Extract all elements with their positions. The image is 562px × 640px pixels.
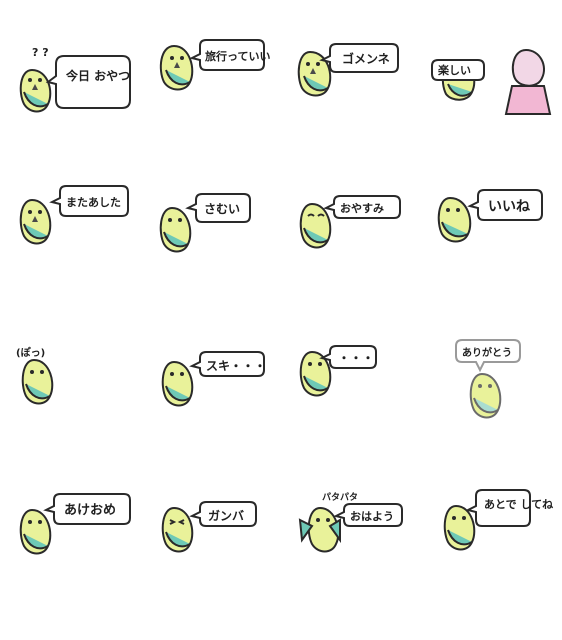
sticker-s10[interactable]: スキ・・・ — [150, 340, 290, 490]
sticker-s7[interactable]: おやすみ — [290, 180, 430, 330]
sticker-text: 旅行っていい — [205, 49, 270, 63]
sticker-text: さむい — [204, 202, 240, 216]
sticker-text: おやすみ — [340, 202, 384, 215]
sticker-text: ゴメンネ — [342, 51, 390, 66]
parakeet-icon — [159, 44, 194, 91]
sticker-s11[interactable]: ・・・ — [290, 340, 430, 490]
sticker-text: 今日 おやつ — [65, 68, 130, 83]
parakeet-icon — [19, 508, 52, 555]
sticker-text: またあした — [66, 196, 121, 209]
sticker-text: あけおめ — [64, 503, 116, 518]
sticker-text: 楽しい — [437, 63, 471, 77]
parakeet-icon — [437, 196, 472, 243]
sticker-text: ガンバ — [208, 508, 244, 523]
girl-icon — [504, 48, 552, 115]
sticker-text: ・・・ — [338, 351, 374, 365]
sticker-text: あとで してね — [484, 498, 553, 511]
sticker-extra: パタパタ — [322, 491, 358, 503]
sticker-s16[interactable]: あとで してね — [432, 489, 562, 640]
sticker-s13[interactable]: あけおめ — [10, 490, 150, 640]
parakeet-icon — [159, 206, 192, 253]
parakeet-icon — [19, 198, 52, 245]
parakeet-icon — [21, 358, 54, 405]
sticker-s14[interactable]: ガンバ — [150, 490, 290, 640]
sticker-s6[interactable]: さむい — [150, 180, 290, 330]
sticker-text: スキ・・・ — [206, 359, 266, 373]
parakeet-icon — [297, 50, 332, 97]
sticker-s8[interactable]: いいね — [432, 180, 562, 330]
sticker-s9[interactable]: (ぽっ) — [10, 340, 150, 490]
sticker-s2[interactable]: 旅行っていい — [150, 39, 290, 190]
sticker-text: いいね — [488, 199, 530, 215]
sticker-s1[interactable]: ? ? 今日 おやつ — [10, 40, 150, 190]
sticker-s15[interactable]: パタパタ おはよう — [290, 490, 430, 640]
parakeet-icon — [19, 68, 52, 113]
parakeet-icon — [161, 506, 194, 553]
parakeet-icon — [161, 360, 194, 407]
parakeet-icon — [443, 504, 476, 551]
sticker-s4[interactable]: 楽しい — [431, 40, 562, 190]
sticker-extra: (ぽっ) — [16, 346, 45, 359]
sticker-sheet: ? ? 今日 おやつ 旅行っていい — [10, 39, 562, 555]
sticker-text: ありがとう — [462, 346, 512, 359]
sticker-extra: ? ? — [32, 46, 49, 59]
parakeet-icon — [469, 372, 502, 419]
parakeet-icon — [299, 350, 332, 397]
sticker-s12[interactable]: ありがとう — [432, 339, 562, 490]
sticker-s3[interactable]: ゴメンネ — [290, 40, 430, 190]
parakeet-icon — [299, 202, 332, 249]
sticker-s5[interactable]: またあした — [10, 180, 150, 330]
sticker-text: おはよう — [350, 510, 394, 523]
parakeet-icon — [298, 506, 341, 553]
